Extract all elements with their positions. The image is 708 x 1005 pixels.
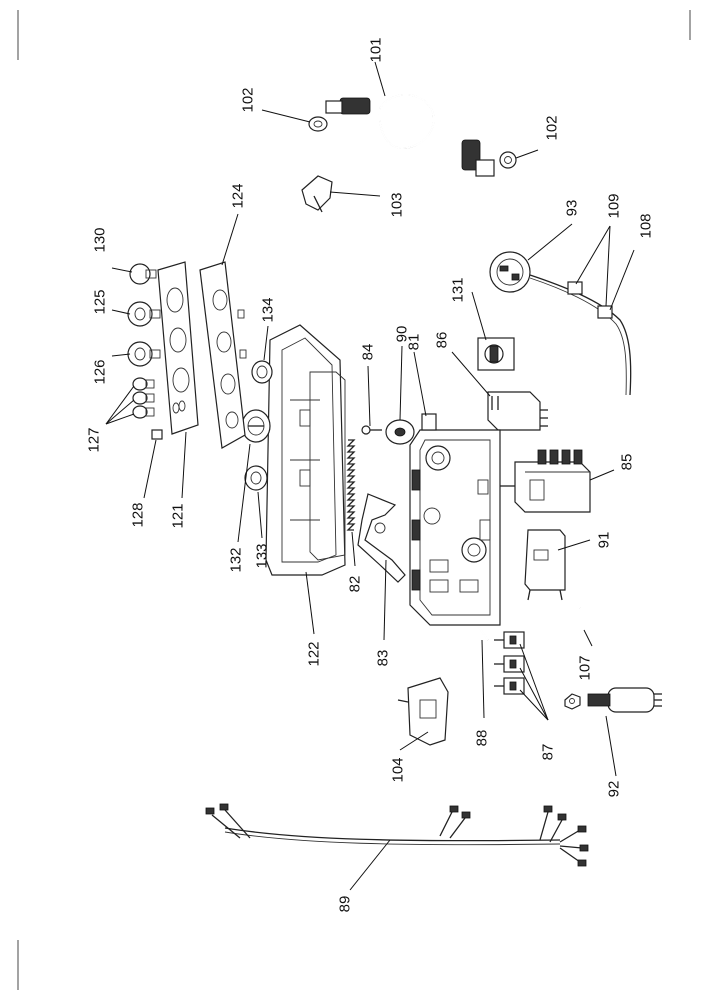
part-127-push-buttons	[132, 377, 155, 419]
part-124-panel-cover	[199, 261, 247, 449]
label-87: 87	[540, 744, 557, 761]
part-130-button	[129, 263, 157, 285]
label-88: 88	[474, 730, 491, 747]
part-92-capacitor	[587, 687, 662, 713]
part-126-button	[127, 341, 161, 367]
part-133-knob	[244, 465, 268, 491]
part-132-knob	[241, 409, 271, 443]
label-93: 93	[564, 200, 581, 217]
label-134: 134	[260, 297, 277, 322]
part-102-washer-right	[499, 151, 517, 169]
part-87-terminal-connectors	[494, 631, 525, 695]
label-91: 91	[596, 532, 613, 549]
page-edge-marks	[17, 10, 691, 990]
label-102: 102	[544, 115, 561, 140]
part-86-selector-switch	[487, 391, 548, 431]
label-130: 130	[92, 227, 109, 252]
label-108: 108	[638, 213, 655, 238]
part-104-door-lock	[397, 677, 449, 746]
part-labels: 101 102 102 103 93 109 108 131 86 85 91 …	[86, 37, 655, 912]
part-109-tube-clamps	[567, 281, 613, 319]
label-107: 107	[577, 655, 594, 680]
part-81-control-board	[409, 413, 501, 626]
label-101: 101	[368, 37, 385, 62]
label-104: 104	[390, 757, 407, 782]
label-83: 83	[375, 650, 392, 667]
label-126: 126	[92, 359, 109, 384]
part-107-pipe-elbow	[575, 606, 641, 645]
label-109: 109	[606, 193, 623, 218]
part-131-rotary-switch	[477, 337, 515, 371]
label-92: 92	[606, 781, 623, 798]
label-121: 121	[170, 503, 187, 528]
part-82-spring	[346, 439, 356, 531]
leader-lines	[105, 61, 635, 891]
label-86: 86	[434, 332, 451, 349]
label-131: 131	[450, 277, 467, 302]
part-125-button	[127, 301, 161, 327]
part-90-knob-shaft	[385, 419, 415, 445]
part-84-screw	[361, 425, 382, 435]
label-133: 133	[254, 543, 271, 568]
part-91-relay	[524, 529, 566, 601]
label-89: 89	[337, 896, 354, 913]
part-103-clip	[301, 175, 333, 213]
part-85-timer-unit	[500, 449, 591, 513]
part-121-front-fascia	[157, 261, 199, 435]
label-127: 127	[86, 427, 103, 452]
label-128: 128	[130, 502, 147, 527]
part-102-washer-left	[308, 116, 328, 132]
part-101-inlet-hose	[325, 93, 495, 177]
part-nut	[564, 693, 581, 710]
label-90: 90	[394, 326, 411, 343]
label-102: 102	[240, 87, 257, 112]
label-84: 84	[360, 344, 377, 361]
label-81: 81	[406, 334, 423, 351]
part-108-air-tube	[529, 274, 632, 396]
label-125: 125	[92, 289, 109, 314]
label-132: 132	[228, 547, 245, 572]
part-93-pressure-switch	[489, 251, 531, 293]
label-124: 124	[230, 183, 247, 208]
part-122-control-panel-housing	[265, 324, 346, 576]
part-83-lever	[357, 493, 406, 583]
label-122: 122	[306, 641, 323, 666]
part-134-knob	[251, 360, 273, 384]
label-103: 103	[389, 192, 406, 217]
label-82: 82	[347, 576, 364, 593]
part-89-wire-harness	[205, 803, 589, 867]
label-85: 85	[619, 454, 636, 471]
part-128-cap	[151, 429, 163, 440]
